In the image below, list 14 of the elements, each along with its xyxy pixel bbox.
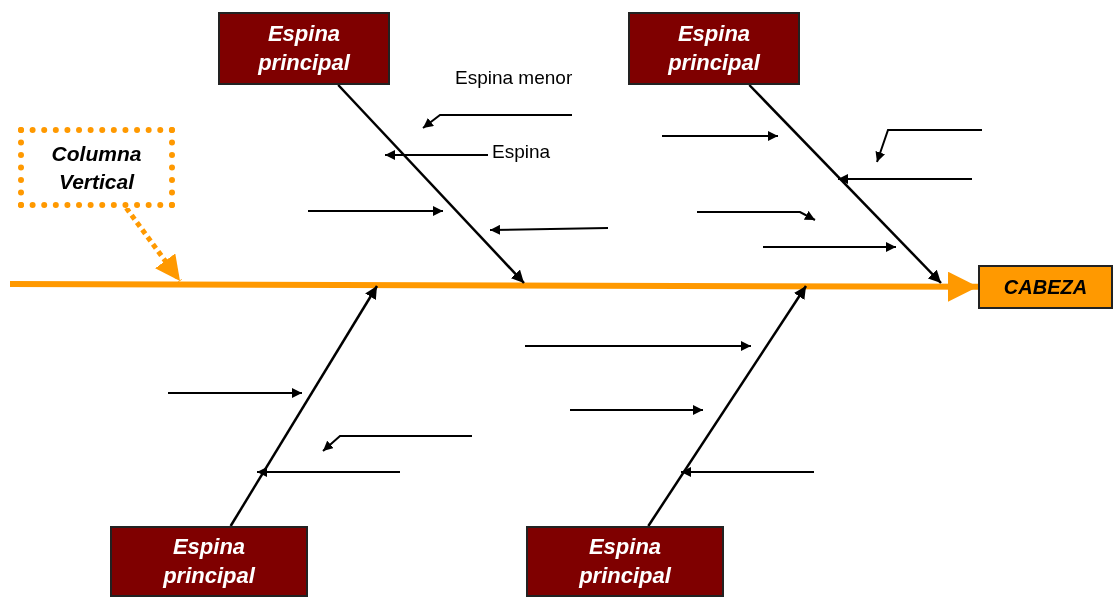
- leader-line: [124, 206, 182, 283]
- bone-arrow: [229, 285, 379, 527]
- main-cause-box: Espina principal: [628, 12, 800, 85]
- spine-arrow: [10, 271, 978, 302]
- bone-arrow: [337, 84, 525, 284]
- annotation-text: Espina menor: [455, 67, 573, 89]
- annotation-text: Espina: [492, 141, 551, 163]
- callout-box: Columna Vertical: [18, 127, 175, 208]
- main-cause-box: Espina principal: [526, 526, 724, 597]
- main-cause-box: Espina principal: [110, 526, 308, 597]
- bone-arrow: [647, 285, 808, 527]
- head-box: CABEZA: [978, 265, 1113, 309]
- bone-arrow: [748, 84, 942, 284]
- main-cause-box: Espina principal: [218, 12, 390, 85]
